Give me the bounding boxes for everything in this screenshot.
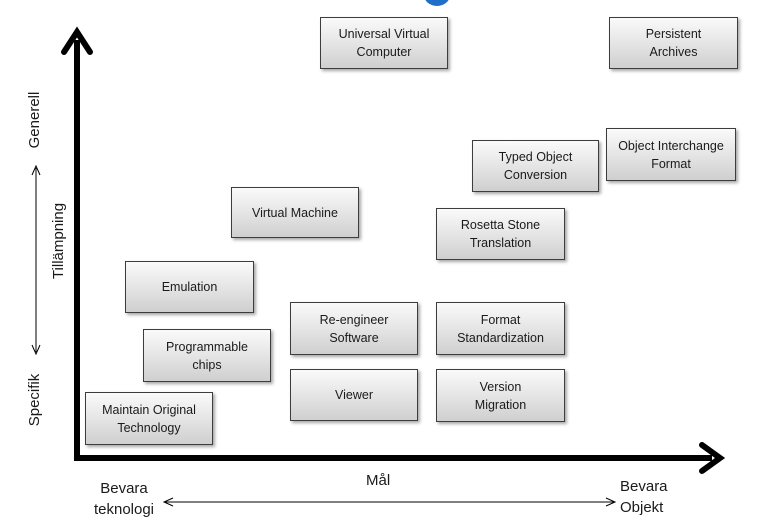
box-maintain-original-technology: Maintain Original Technology	[85, 392, 213, 445]
x-scale-arrow-right	[605, 497, 617, 507]
box-universal-virtual-computer: Universal Virtual Computer	[320, 17, 448, 69]
top-decoration	[424, 0, 450, 6]
box-object-interchange-format: Object Interchange Format	[606, 128, 736, 181]
x-scale-arrow-left	[162, 497, 174, 507]
x-axis-left-label: Bevara teknologi	[93, 480, 155, 518]
box-typed-object-conversion: Typed Object Conversion	[472, 140, 599, 192]
box-re-engineer-software: Re-engineer Software	[290, 302, 418, 355]
x-axis-arrowhead	[699, 442, 726, 474]
box-programmable-chips: Programmable chips	[143, 329, 271, 382]
box-version-migration: Version Migration	[436, 369, 565, 422]
box-persistent-archives: Persistent Archives	[609, 17, 738, 69]
box-rosetta-stone-translation: Rosetta Stone Translation	[436, 208, 565, 260]
box-virtual-machine: Virtual Machine	[231, 187, 359, 238]
box-emulation: Emulation	[125, 261, 254, 313]
y-axis-mid-label: Tillämpning	[50, 202, 67, 280]
y-axis-arrowhead	[61, 26, 93, 55]
y-scale-arrow-bottom	[31, 344, 41, 356]
x-axis-mid-label: Mål	[366, 472, 391, 489]
box-viewer: Viewer	[290, 369, 418, 421]
y-scale-arrow-top	[31, 164, 41, 176]
y-axis-bottom-label: Specifik	[26, 373, 43, 427]
x-axis-right-label: Bevara Objekt	[620, 478, 668, 516]
y-axis-top-label: Generell	[26, 91, 43, 149]
box-format-standardization: Format Standardization	[436, 302, 565, 355]
